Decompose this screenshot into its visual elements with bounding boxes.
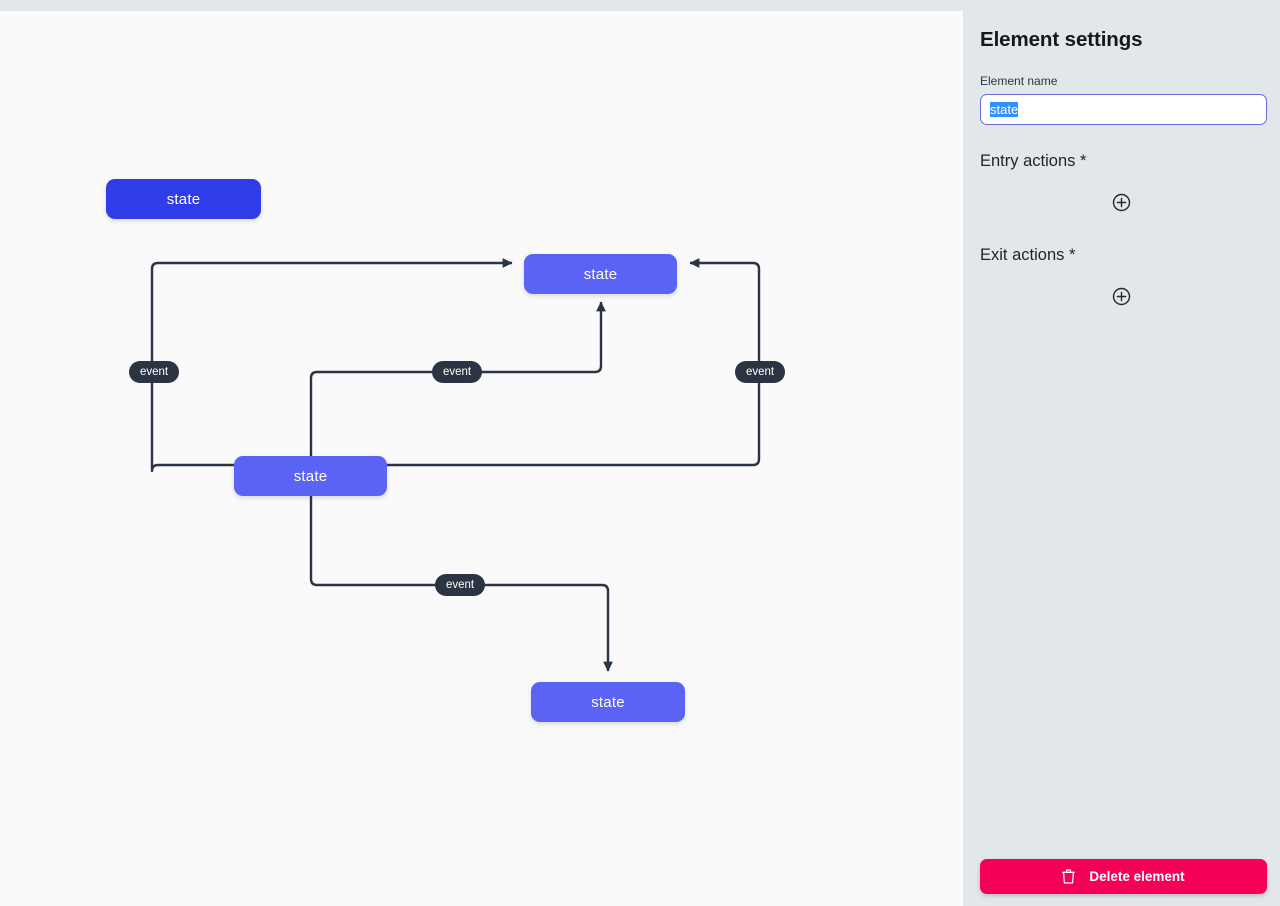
event-label-e1[interactable]: event — [129, 361, 180, 383]
event-label-text: event — [446, 579, 475, 591]
state-node-n3[interactable]: state — [234, 456, 387, 496]
delete-element-button[interactable]: Delete element — [980, 859, 1267, 894]
element-settings-panel: Element settings Element name Entry acti… — [963, 0, 1280, 906]
event-label-e4[interactable]: event — [435, 574, 486, 596]
panel-title: Element settings — [980, 28, 1143, 51]
trash-icon — [1062, 869, 1076, 884]
state-node-n1[interactable]: state — [106, 179, 261, 219]
event-label-e3[interactable]: event — [735, 361, 786, 383]
delete-element-label: Delete element — [1089, 869, 1185, 884]
event-label-e2[interactable]: event — [432, 361, 483, 383]
entry-actions-add-row — [980, 185, 1263, 219]
entry-actions-label: Entry actions * — [980, 152, 1087, 170]
state-node-n2[interactable]: state — [524, 254, 677, 294]
state-node-label: state — [166, 190, 201, 208]
exit-actions-add-row — [980, 279, 1263, 313]
circle-plus-icon[interactable] — [1112, 287, 1131, 306]
state-node-label: state — [293, 467, 328, 485]
event-label-text: event — [443, 366, 472, 378]
state-node-label: state — [591, 693, 625, 711]
element-name-label: Element name — [980, 74, 1058, 88]
diagram-canvas[interactable]: state state state state event event even… — [0, 11, 963, 906]
exit-actions-label: Exit actions * — [980, 246, 1076, 264]
event-label-text: event — [746, 366, 775, 378]
circle-plus-icon[interactable] — [1112, 193, 1131, 212]
event-label-text: event — [140, 366, 169, 378]
state-node-label: state — [583, 265, 618, 283]
state-node-n4[interactable]: state — [531, 682, 685, 722]
diagram-edges — [150, 258, 761, 672]
element-name-input[interactable] — [980, 94, 1267, 125]
top-strip — [0, 0, 963, 11]
